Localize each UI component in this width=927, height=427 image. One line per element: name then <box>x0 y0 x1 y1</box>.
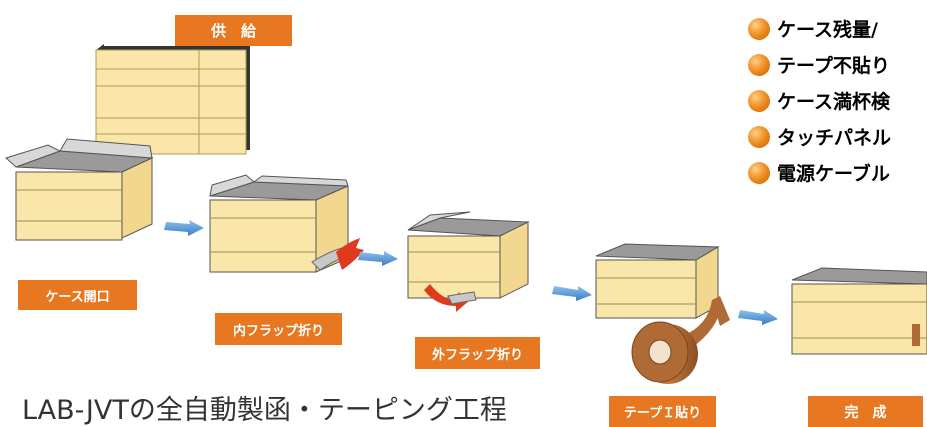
list-item: ケース残量/ <box>748 12 927 45</box>
supply-label: 供 給 <box>175 15 292 46</box>
complete-label: 完 成 <box>808 396 923 427</box>
flat-case-stack <box>95 44 250 156</box>
orange-bullet-icon <box>748 161 770 184</box>
case-open-label: ケース開口 <box>18 280 137 310</box>
page-title: LAB-JVTの全自動製函・テーピング工程 <box>22 395 507 426</box>
feature-text: ケース満杯検 <box>777 91 891 113</box>
outer-flap-box <box>407 211 530 312</box>
open-case-box <box>5 138 154 241</box>
orange-bullet-icon <box>748 125 770 148</box>
list-item: タッチパネル <box>748 120 927 153</box>
feature-text: タッチパネル <box>777 127 892 149</box>
flow-arrow <box>164 220 204 236</box>
list-item: 電源ケーブル <box>748 156 927 189</box>
orange-bullet-icon <box>748 53 770 76</box>
list-item: ケース満杯検 <box>748 84 927 117</box>
flow-arrow <box>358 251 398 266</box>
feature-text: 電源ケーブル <box>777 163 890 185</box>
orange-bullet-icon <box>748 89 770 112</box>
feature-text: テープ不貼り <box>777 55 890 77</box>
inner-flap-box <box>209 174 364 273</box>
feature-list: ケース残量/ テープ不貼り ケース満杯検 タッチパネル 電源ケーブル <box>748 12 927 192</box>
list-item: テープ不貼り <box>748 48 927 81</box>
taping-box <box>595 243 730 326</box>
inner-flap-fold-label: 内フラップ折り <box>215 313 342 345</box>
orange-bullet-icon <box>748 17 770 40</box>
tape-apply-label: テープＩ貼り <box>609 396 716 427</box>
completed-box <box>791 267 927 355</box>
flow-arrow <box>552 286 592 301</box>
flow-arrow <box>738 310 778 325</box>
outer-flap-fold-label: 外フラップ折り <box>415 337 540 369</box>
feature-text: ケース残量/ <box>777 19 878 41</box>
tape-roll <box>631 300 722 384</box>
